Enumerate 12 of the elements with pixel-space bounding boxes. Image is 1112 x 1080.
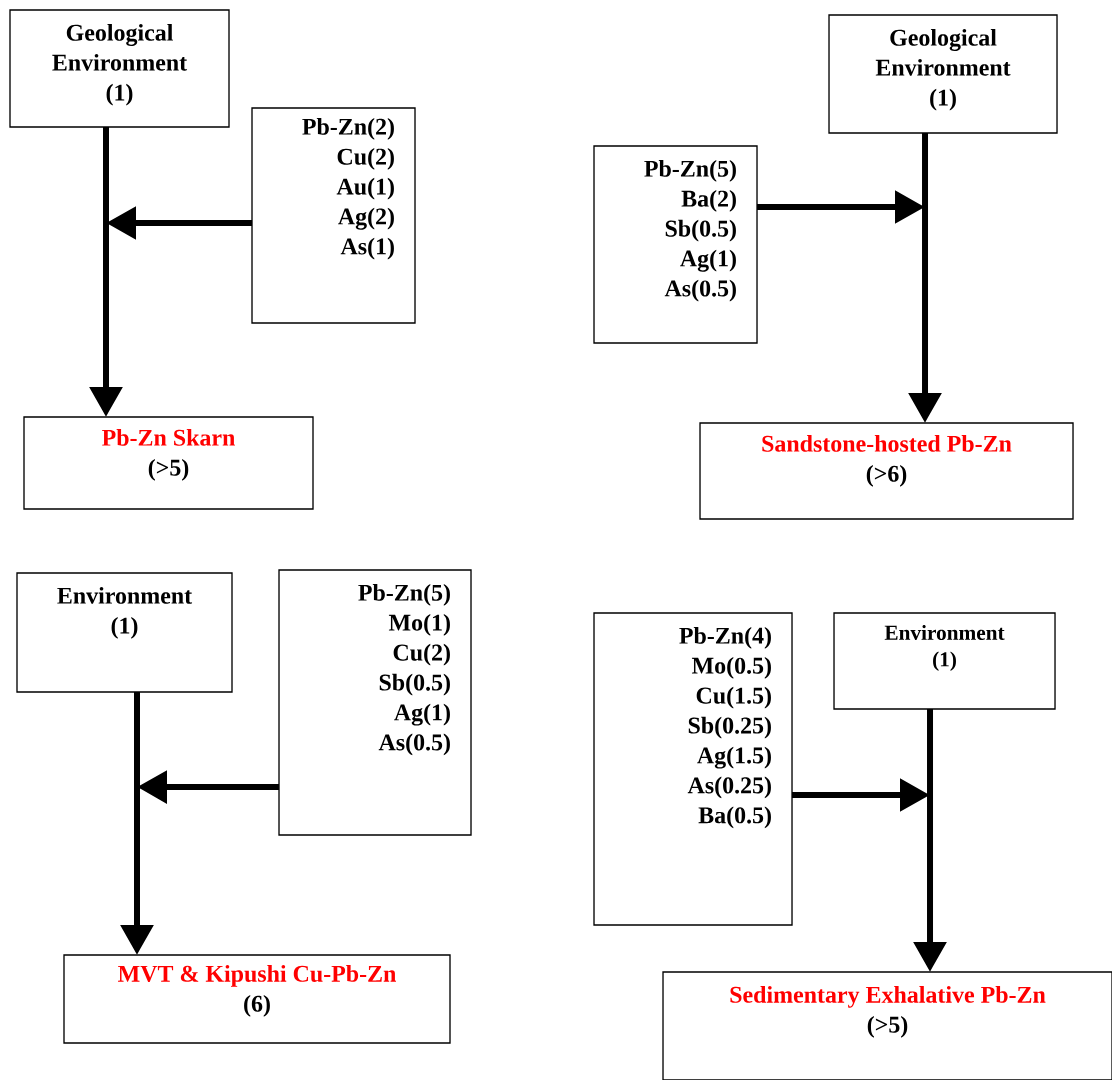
deposit-type-box: Pb-Zn Skarn (>5): [23, 416, 314, 510]
element-list-box: Pb-Zn(5) Ba(2) Sb(0.5) Ag(1) As(0.5): [593, 145, 758, 344]
environment-box: Geological Environment (1): [828, 14, 1058, 134]
element-list-box: Pb-Zn(2) Cu(2) Au(1) Ag(2) As(1): [251, 107, 416, 324]
deposit-type-box: MVT & Kipushi Cu-Pb-Zn (6): [63, 954, 451, 1044]
deposit-type-box: Sandstone-hosted Pb-Zn (>6): [699, 422, 1074, 520]
environment-box: Environment (1): [833, 612, 1056, 710]
environment-box: Geological Environment (1): [9, 9, 230, 128]
environment-box: Environment (1): [16, 572, 233, 693]
deposit-type-box: Sedimentary Exhalative Pb-Zn (>5): [662, 971, 1112, 1080]
element-list-box: Pb-Zn(4) Mo(0.5) Cu(1.5) Sb(0.25) Ag(1.5) As(0.25) Ba(0.5): [593, 612, 793, 926]
element-list-box: Pb-Zn(5) Mo(1) Cu(2) Sb(0.5) Ag(1) As(0.5): [278, 569, 472, 836]
